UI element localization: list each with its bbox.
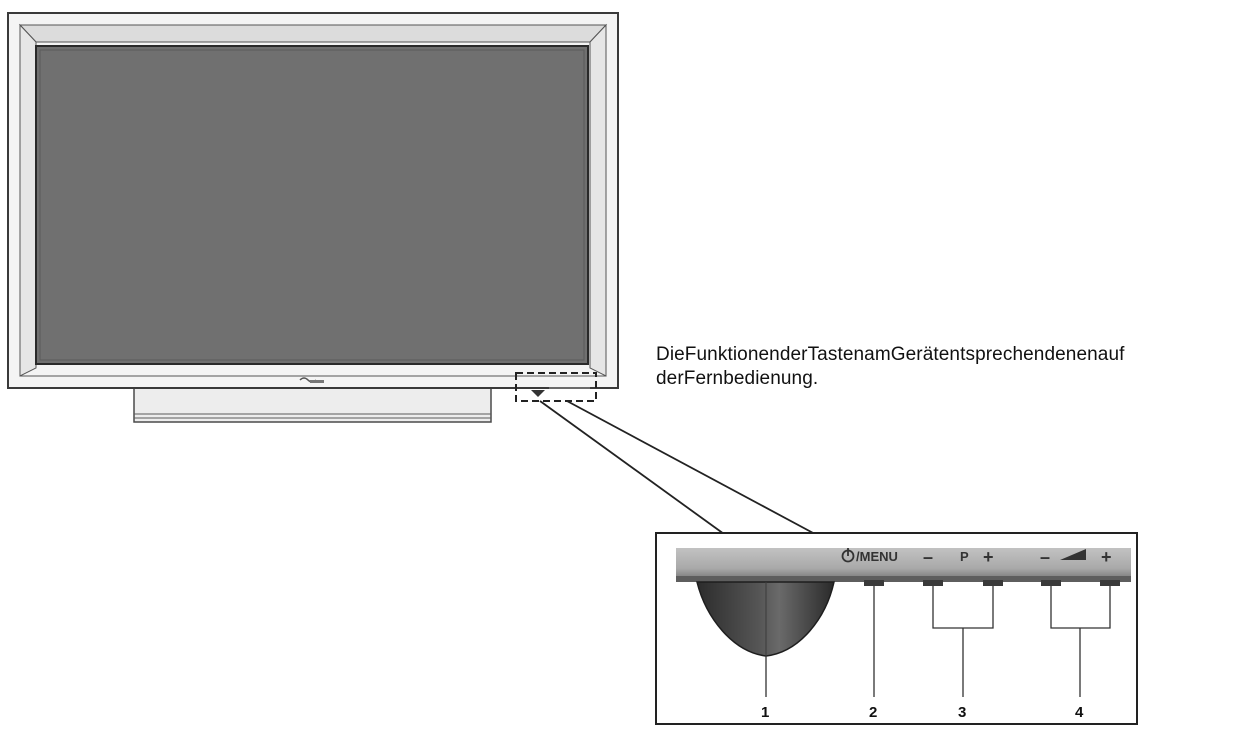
program-plus-label: + xyxy=(983,547,994,567)
control-panel-zoom: /MENU – P + – + 1 2 3 4 xyxy=(655,532,1138,725)
callout-1: 1 xyxy=(761,704,769,721)
zoom-connector xyxy=(539,400,816,535)
callout-3: 3 xyxy=(958,704,966,721)
callout-4: 4 xyxy=(1075,704,1084,721)
volume-minus-label: – xyxy=(1040,547,1050,567)
program-minus-label: – xyxy=(923,547,933,567)
tv-bevel xyxy=(18,24,608,43)
volume-down-button[interactable] xyxy=(1041,580,1061,586)
svg-text:/MENU: /MENU xyxy=(856,549,898,564)
function-description: DieFunktionenderTastenamGerätentsprechen… xyxy=(656,343,1236,391)
callout-2: 2 xyxy=(869,704,877,721)
program-down-button[interactable] xyxy=(923,580,943,586)
volume-up-button[interactable] xyxy=(1100,580,1120,586)
tv-screen xyxy=(35,45,589,365)
control-area-highlight xyxy=(515,372,597,402)
description-line-1: DieFunktionenderTastenamGerätentsprechen… xyxy=(656,344,1125,365)
program-up-button[interactable] xyxy=(983,580,1003,586)
program-label: P xyxy=(960,549,969,564)
volume-icon xyxy=(1060,549,1086,560)
tv-stand xyxy=(133,387,492,423)
leader-lines xyxy=(765,586,1111,697)
volume-plus-label: + xyxy=(1101,547,1112,567)
tv-logo xyxy=(299,377,324,383)
tv-set xyxy=(7,12,619,423)
hardware-buttons xyxy=(864,580,1120,586)
description-line-2: derFernbedienung. xyxy=(656,368,819,389)
power-menu-button[interactable] xyxy=(864,580,884,586)
power-menu-label: /MENU xyxy=(841,548,898,564)
control-area-indicator-icon xyxy=(531,390,545,397)
